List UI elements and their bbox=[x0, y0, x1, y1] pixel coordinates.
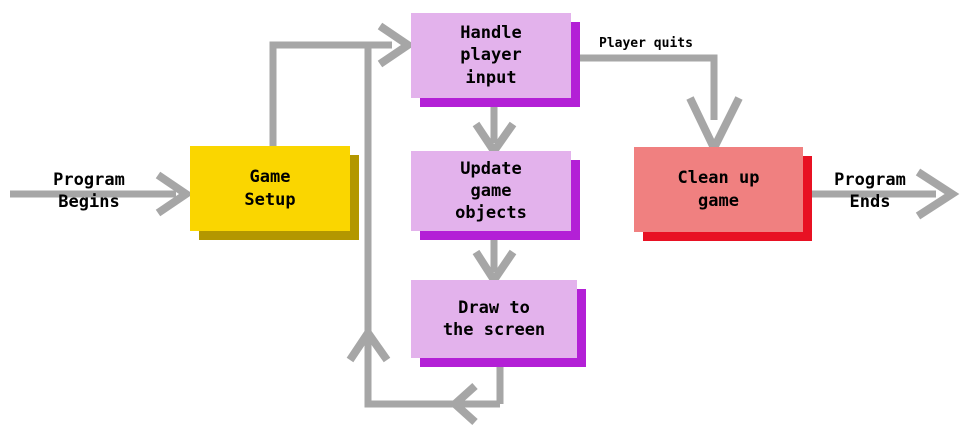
node-clean-up-game[interactable]: Clean up game bbox=[634, 147, 803, 232]
edge-player-quits bbox=[572, 54, 743, 158]
edge-program-begins bbox=[10, 171, 194, 217]
edge-handle-to-update bbox=[472, 104, 517, 159]
label-program-ends: Program Ends bbox=[834, 170, 906, 213]
edge-setup-to-handle bbox=[269, 22, 416, 150]
edge-loop-back bbox=[346, 45, 500, 425]
label-player-quits: Player quits bbox=[599, 36, 693, 51]
edge-program-ends bbox=[806, 168, 960, 220]
node-game-setup[interactable]: Game Setup bbox=[190, 146, 350, 231]
node-handle-player-input[interactable]: Handle player input bbox=[411, 13, 571, 98]
label-program-begins: Program Begins bbox=[53, 170, 125, 213]
node-draw-to-the-screen[interactable]: Draw to the screen bbox=[411, 280, 577, 358]
node-update-game-objects[interactable]: Update game objects bbox=[411, 151, 571, 231]
